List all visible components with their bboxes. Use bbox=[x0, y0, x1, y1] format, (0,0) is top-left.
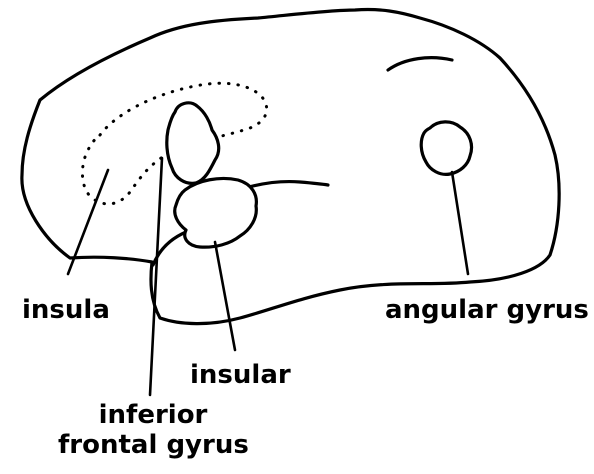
label-insula: insula bbox=[22, 295, 110, 325]
label-insular: insular bbox=[190, 360, 291, 390]
angular-gyrus-region bbox=[421, 122, 471, 175]
label-inferior-frontal-gyrus: inferior frontal gyrus bbox=[58, 400, 248, 460]
brain-outline bbox=[22, 9, 559, 323]
label-angular-gyrus: angular gyrus bbox=[385, 295, 589, 325]
insular-region bbox=[175, 178, 257, 247]
inferior-frontal-region bbox=[167, 103, 219, 183]
sulcus-line-top bbox=[388, 58, 452, 70]
label-inferior-line2: frontal gyrus bbox=[58, 430, 248, 460]
angular-gyrus-leader-line bbox=[452, 172, 468, 274]
label-inferior-line1: inferior bbox=[58, 400, 248, 430]
insular-leader-line bbox=[215, 242, 235, 350]
